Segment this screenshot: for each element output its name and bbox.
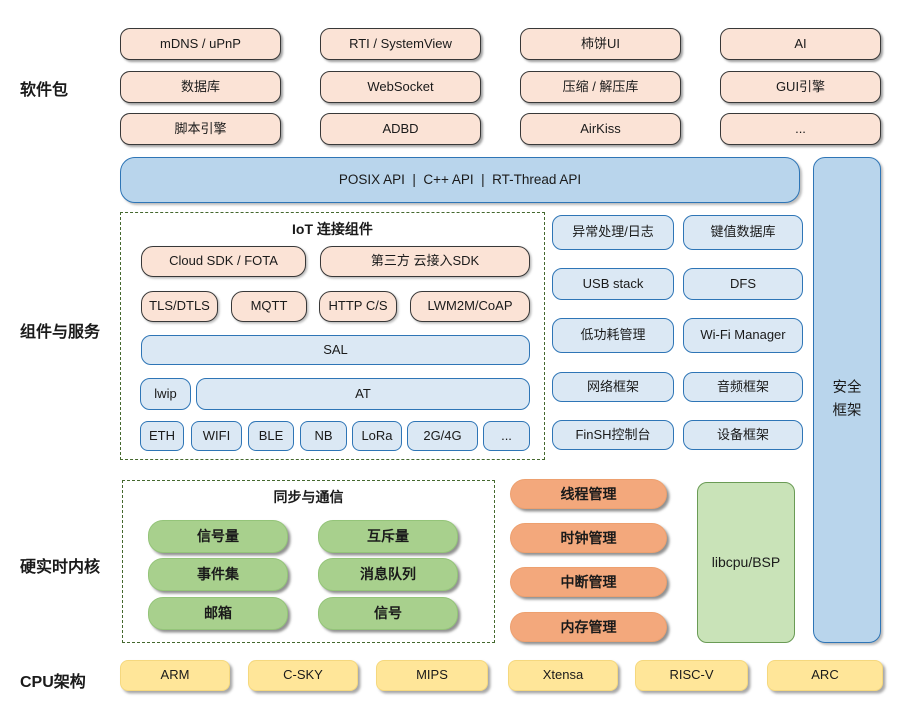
- api-bar: POSIX API | C++ API | RT-Thread API: [120, 157, 800, 203]
- kernel-mgmt-box: 中断管理: [510, 567, 667, 597]
- service-box: 键值数据库: [683, 215, 803, 250]
- section-label-cpu: CPU架构: [20, 674, 86, 691]
- service-box: Wi-Fi Manager: [683, 318, 803, 353]
- service-box: 设备框架: [683, 420, 803, 450]
- sync-box: 互斥量: [318, 520, 458, 553]
- package-box: 脚本引擎: [120, 113, 281, 145]
- section-label-components: 组件与服务: [20, 324, 101, 341]
- package-box: 数据库: [120, 71, 281, 103]
- security-framework-line2: 框架: [832, 403, 862, 419]
- iot-box-third-party: 第三方 云接入SDK: [320, 246, 530, 277]
- sal-box: SAL: [141, 335, 530, 365]
- cpu-arch-box: Xtensa: [508, 660, 618, 691]
- sync-box: 消息队列: [318, 558, 458, 591]
- link-box: 2G/4G: [407, 421, 478, 451]
- service-box: 网络框架: [552, 372, 674, 402]
- service-box: 音频框架: [683, 372, 803, 402]
- iot-protocol-box: HTTP C/S: [319, 291, 397, 322]
- security-framework-line1: 安全: [832, 379, 862, 396]
- service-box: FinSH控制台: [552, 420, 674, 450]
- iot-group-frame: [120, 212, 545, 460]
- link-box: LoRa: [352, 421, 402, 451]
- cpu-arch-box: ARM: [120, 660, 230, 691]
- link-box: BLE: [248, 421, 294, 451]
- cpu-arch-box: C-SKY: [248, 660, 358, 691]
- package-box: ...: [720, 113, 881, 145]
- package-box: 柿饼UI: [520, 28, 681, 60]
- package-box: GUI引擎: [720, 71, 881, 103]
- package-box: ADBD: [320, 113, 481, 145]
- kernel-mgmt-box: 内存管理: [510, 612, 667, 642]
- service-box: 异常处理/日志: [552, 215, 674, 250]
- iot-protocol-box: TLS/DTLS: [141, 291, 218, 322]
- package-box: 压缩 / 解压库: [520, 71, 681, 103]
- package-box: AI: [720, 28, 881, 60]
- sync-box: 信号量: [148, 520, 288, 553]
- package-box: RTI / SystemView: [320, 28, 481, 60]
- cpu-arch-box: ARC: [767, 660, 883, 691]
- package-box: mDNS / uPnP: [120, 28, 281, 60]
- security-framework-bar: 安全 框架: [813, 157, 881, 643]
- at-box: AT: [196, 378, 530, 410]
- sync-group-frame: [122, 480, 495, 643]
- package-box: WebSocket: [320, 71, 481, 103]
- sync-box: 信号: [318, 597, 458, 630]
- iot-protocol-box: MQTT: [231, 291, 307, 322]
- cpu-arch-box: RISC-V: [635, 660, 748, 691]
- libcpu-bsp-box: libcpu/BSP: [697, 482, 795, 643]
- link-box: ...: [483, 421, 530, 451]
- service-box: DFS: [683, 268, 803, 300]
- iot-group-title: IoT 连接组件: [292, 221, 373, 237]
- iot-protocol-box: LWM2M/CoAP: [410, 291, 530, 322]
- section-label-packages: 软件包: [20, 82, 69, 99]
- sync-group-title: 同步与通信: [273, 489, 344, 505]
- package-box: AirKiss: [520, 113, 681, 145]
- link-box: NB: [300, 421, 347, 451]
- iot-box-cloud-sdk: Cloud SDK / FOTA: [141, 246, 306, 277]
- link-box: ETH: [140, 421, 184, 451]
- service-box: 低功耗管理: [552, 318, 674, 353]
- kernel-mgmt-box: 线程管理: [510, 479, 667, 509]
- service-box: USB stack: [552, 268, 674, 300]
- cpu-arch-box: MIPS: [376, 660, 488, 691]
- sync-box: 事件集: [148, 558, 288, 591]
- section-label-kernel: 硬实时内核: [20, 559, 101, 576]
- lwip-box: lwip: [140, 378, 191, 410]
- sync-box: 邮箱: [148, 597, 288, 630]
- link-box: WIFI: [191, 421, 242, 451]
- kernel-mgmt-box: 时钟管理: [510, 523, 667, 553]
